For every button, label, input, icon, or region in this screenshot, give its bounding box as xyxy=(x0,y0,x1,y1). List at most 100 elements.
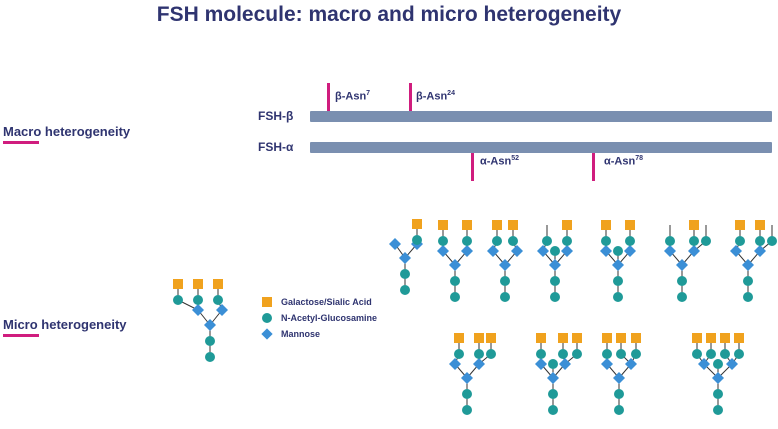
galactose-square-icon xyxy=(462,220,472,230)
glcnac-circle-icon xyxy=(677,276,687,286)
site-label-alpha-asn78: α-Asn78 xyxy=(604,155,644,168)
mannose-diamond-icon xyxy=(389,238,401,250)
chain-label-fsh-alpha: FSH-α xyxy=(258,140,294,154)
glcnac-circle-icon xyxy=(631,349,641,359)
chain-bar-fsh-beta xyxy=(310,111,772,122)
glcnac-circle-icon xyxy=(462,405,472,415)
galactose-square-icon xyxy=(706,333,716,343)
glcnac-circle-icon xyxy=(536,349,546,359)
chain-label-fsh-beta: FSH-β xyxy=(258,109,294,123)
galactose-square-icon xyxy=(601,220,611,230)
mannose-diamond-icon xyxy=(754,245,766,257)
mannose-diamond-icon xyxy=(547,372,559,384)
glcnac-circle-icon xyxy=(613,292,623,302)
galactose-square-icon xyxy=(486,333,496,343)
galactose-square-icon xyxy=(734,333,744,343)
mannose-diamond-icon xyxy=(537,245,549,257)
mannose-diamond-icon xyxy=(449,259,461,271)
glcnac-circle-icon xyxy=(713,359,723,369)
glcnac-circle-icon xyxy=(205,336,215,346)
glcnac-circle-icon xyxy=(689,236,699,246)
site-label-beta-asn24: β-Asn24 xyxy=(416,90,455,103)
mannose-diamond-icon xyxy=(600,245,612,257)
mannose-diamond-icon xyxy=(449,358,461,370)
mannose-diamond-icon xyxy=(698,358,710,370)
glcnac-circle-icon xyxy=(454,349,464,359)
mannose-diamond-icon xyxy=(473,358,485,370)
mannose-diamond-icon xyxy=(549,259,561,271)
glcnac-circle-icon xyxy=(542,236,552,246)
site-marker-alpha-asn52 xyxy=(471,153,474,181)
legend-label-glcnac: N-Acetyl-Glucosamine xyxy=(281,313,378,323)
macro-label-bold: Macro xyxy=(3,124,42,139)
galactose-square-icon xyxy=(755,220,765,230)
site-marker-beta-asn24 xyxy=(409,83,412,111)
glcnac-circle-icon xyxy=(692,349,702,359)
glcnac-circle-icon xyxy=(713,389,723,399)
mannose-diamond-icon xyxy=(688,245,700,257)
page-title: FSH molecule: macro and micro heterogene… xyxy=(156,3,622,26)
glcnac-circle-icon xyxy=(602,349,612,359)
glcnac-circle-icon xyxy=(548,405,558,415)
galactose-square-icon xyxy=(735,220,745,230)
micro-underline xyxy=(3,334,39,337)
mannose-diamond-icon xyxy=(561,245,573,257)
mannose-diamond-icon xyxy=(601,358,613,370)
galactose-square-icon xyxy=(454,333,464,343)
glcnac-circle-icon xyxy=(614,389,624,399)
glcnac-circle-icon xyxy=(462,236,472,246)
mannose-diamond-icon xyxy=(730,245,742,257)
glcnac-circle-icon xyxy=(613,246,623,256)
mannose-diamond-icon xyxy=(399,252,411,264)
glcnac-circle-icon xyxy=(450,292,460,302)
galactose-square-icon xyxy=(213,279,223,289)
glcnac-circle-icon xyxy=(193,295,203,305)
glcnac-circle-icon xyxy=(474,349,484,359)
galactose-square-icon xyxy=(692,333,702,343)
legend-circle-icon xyxy=(262,313,272,323)
mannose-diamond-icon xyxy=(676,259,688,271)
mannose-diamond-icon xyxy=(612,259,624,271)
glcnac-circle-icon xyxy=(400,285,410,295)
glcnac-circle-icon xyxy=(562,236,572,246)
mannose-diamond-icon xyxy=(499,259,511,271)
galactose-square-icon xyxy=(616,333,626,343)
glcnac-circle-icon xyxy=(450,276,460,286)
glcnac-circle-icon xyxy=(614,405,624,415)
galactose-square-icon xyxy=(689,220,699,230)
macro-underline xyxy=(3,141,39,144)
galactose-square-icon xyxy=(625,220,635,230)
glcnac-circle-icon xyxy=(558,349,568,359)
legend-square-icon xyxy=(262,297,272,307)
glcnac-circle-icon xyxy=(438,236,448,246)
glcnac-circle-icon xyxy=(500,292,510,302)
legend-label-galactose: Galactose/Sialic Acid xyxy=(281,297,372,307)
glcnac-circle-icon xyxy=(462,389,472,399)
mannose-diamond-icon xyxy=(712,372,724,384)
glcnac-circle-icon xyxy=(508,236,518,246)
glcnac-circle-icon xyxy=(412,235,422,245)
glcnac-circle-icon xyxy=(486,349,496,359)
galactose-square-icon xyxy=(631,333,641,343)
glcnac-circle-icon xyxy=(743,276,753,286)
galactose-square-icon xyxy=(572,333,582,343)
mannose-diamond-icon xyxy=(624,245,636,257)
glcnac-circle-icon xyxy=(500,276,510,286)
glcnac-circle-icon xyxy=(755,236,765,246)
galactose-square-icon xyxy=(412,219,422,229)
glcnac-circle-icon xyxy=(548,359,558,369)
galactose-square-icon xyxy=(536,333,546,343)
galactose-square-icon xyxy=(173,279,183,289)
mannose-diamond-icon xyxy=(192,304,204,316)
glcnac-circle-icon xyxy=(400,269,410,279)
glcnac-circle-icon xyxy=(677,292,687,302)
galactose-square-icon xyxy=(562,220,572,230)
glcnac-circle-icon xyxy=(601,236,611,246)
mannose-diamond-icon xyxy=(461,372,473,384)
mannose-diamond-icon xyxy=(461,245,473,257)
glcnac-circle-icon xyxy=(720,349,730,359)
glcnac-circle-icon xyxy=(613,276,623,286)
galactose-square-icon xyxy=(474,333,484,343)
glcnac-circle-icon xyxy=(665,236,675,246)
